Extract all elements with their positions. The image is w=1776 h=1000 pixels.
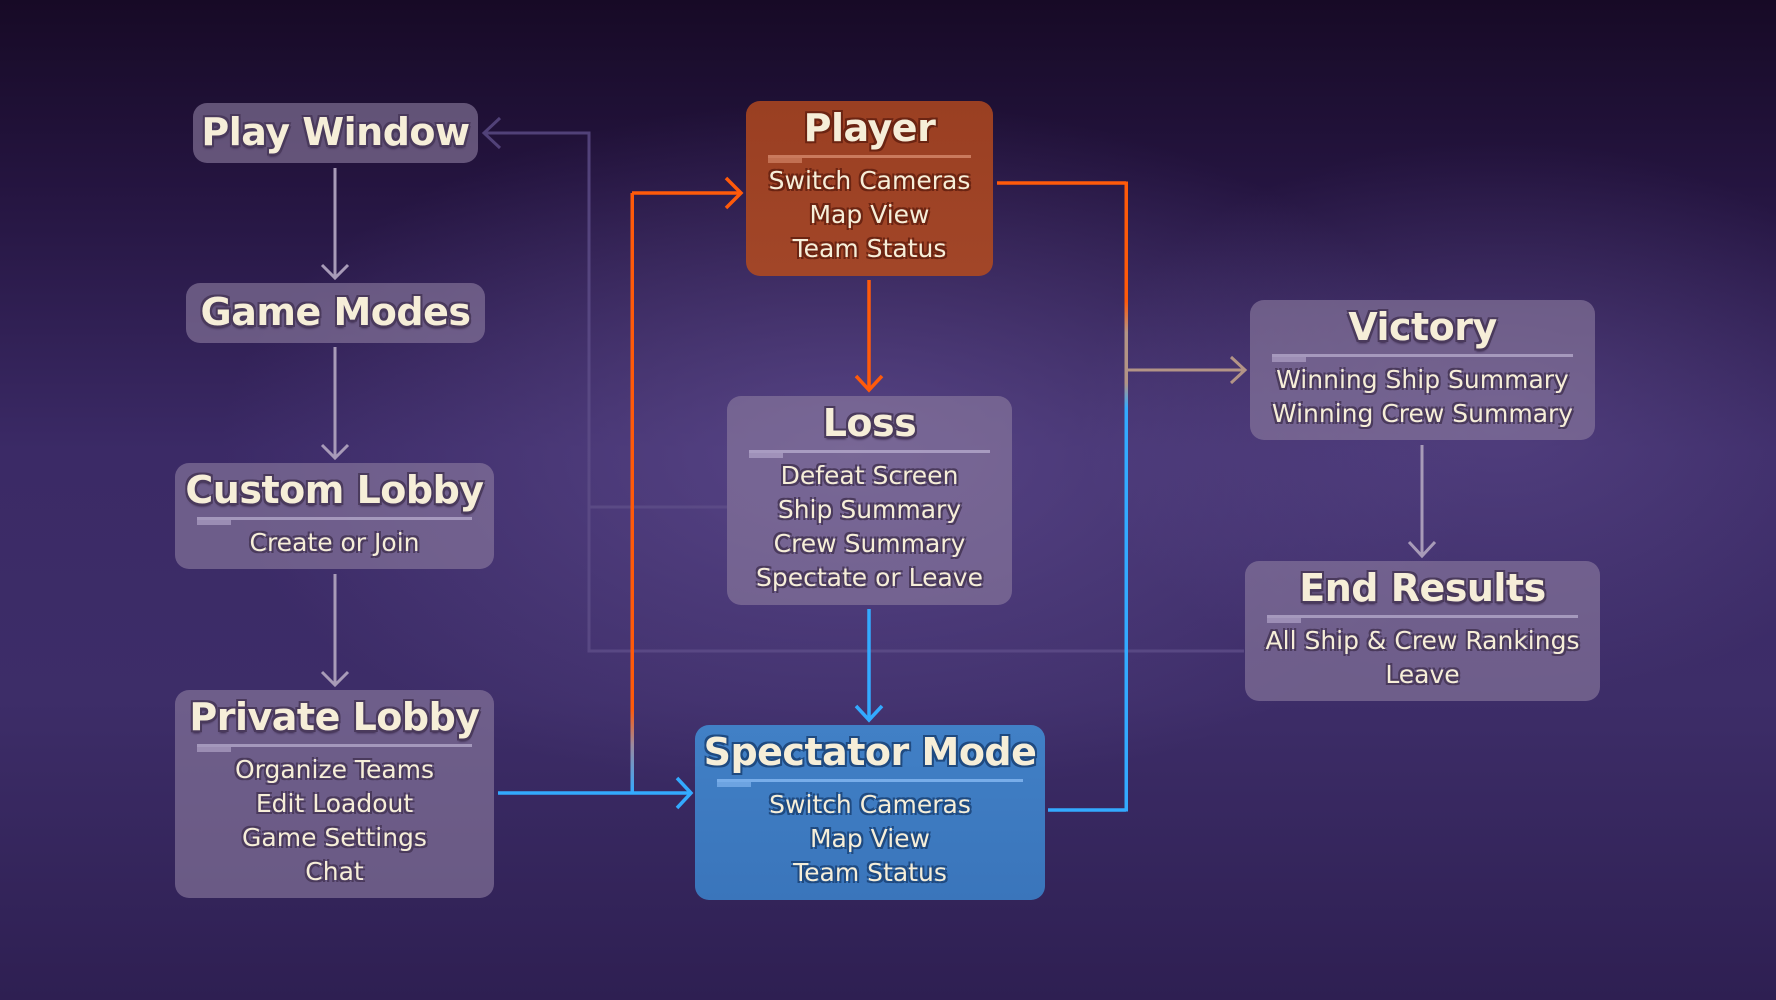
node-item: Organize Teams xyxy=(234,754,435,784)
edge-return-to-play-window xyxy=(481,116,1244,653)
node-title: Loss xyxy=(822,401,917,445)
node-end-results: End Results All Ship & Crew Rankings Lea… xyxy=(1245,561,1600,701)
node-title: Private Lobby xyxy=(189,695,480,739)
divider xyxy=(197,743,472,752)
divider xyxy=(197,516,472,525)
node-item: Winning Ship Summary xyxy=(1276,364,1569,394)
edge-bus-to-victory xyxy=(1127,355,1248,385)
edge-game-modes-to-custom-lobby xyxy=(320,347,350,461)
node-item: Map View xyxy=(809,823,931,853)
divider xyxy=(1267,614,1578,623)
node-loss: Loss Defeat Screen Ship Summary Crew Sum… xyxy=(727,396,1012,605)
node-item: Crew Summary xyxy=(773,528,966,558)
node-player: Player Switch Cameras Map View Team Stat… xyxy=(746,101,993,276)
node-title: Player xyxy=(803,106,936,150)
node-title: Custom Lobby xyxy=(185,468,484,512)
node-victory: Victory Winning Ship Summary Winning Cre… xyxy=(1250,300,1595,440)
node-title: Play Window xyxy=(201,110,470,155)
node-game-modes: Game Modes xyxy=(186,283,485,343)
divider xyxy=(1272,353,1573,362)
node-title: Victory xyxy=(1348,305,1497,349)
node-item: All Ship & Crew Rankings xyxy=(1265,625,1580,655)
node-item: Leave xyxy=(1385,659,1460,689)
divider xyxy=(768,154,971,163)
node-item: Team Status xyxy=(793,857,947,887)
node-item: Map View xyxy=(809,199,930,229)
node-item: Team Status xyxy=(792,233,947,263)
node-item: Edit Loadout xyxy=(255,788,414,818)
node-item: Game Settings xyxy=(242,822,427,852)
edge-play-window-to-game-modes xyxy=(320,168,350,281)
node-title: End Results xyxy=(1299,566,1546,610)
node-item: Switch Cameras xyxy=(768,165,971,195)
node-spectator-mode: Spectator Mode Switch Cameras Map View T… xyxy=(695,725,1045,900)
divider xyxy=(749,449,990,458)
edge-private-lobby-to-spectator xyxy=(498,776,694,810)
edge-to-victory-bus xyxy=(997,181,1128,812)
node-private-lobby: Private Lobby Organize Teams Edit Loadou… xyxy=(175,690,494,898)
edge-private-lobby-to-player xyxy=(630,176,744,793)
node-item: Spectate or Leave xyxy=(755,562,983,592)
node-item: Switch Cameras xyxy=(769,789,971,819)
node-item: Winning Crew Summary xyxy=(1271,398,1574,428)
edge-player-to-loss xyxy=(854,280,884,393)
edge-loss-to-spectator xyxy=(854,609,884,723)
node-title: Game Modes xyxy=(200,290,471,335)
divider xyxy=(717,778,1023,787)
node-item: Create or Join xyxy=(249,527,420,557)
node-play-window: Play Window xyxy=(193,103,478,163)
node-title: Spectator Mode xyxy=(703,730,1037,774)
edge-victory-to-end-results xyxy=(1407,445,1437,559)
node-item: Ship Summary xyxy=(777,494,962,524)
node-item: Defeat Screen xyxy=(780,460,959,490)
node-item: Chat xyxy=(305,856,364,886)
node-custom-lobby: Custom Lobby Create or Join xyxy=(175,463,494,569)
edge-custom-lobby-to-private-lobby xyxy=(320,574,350,688)
